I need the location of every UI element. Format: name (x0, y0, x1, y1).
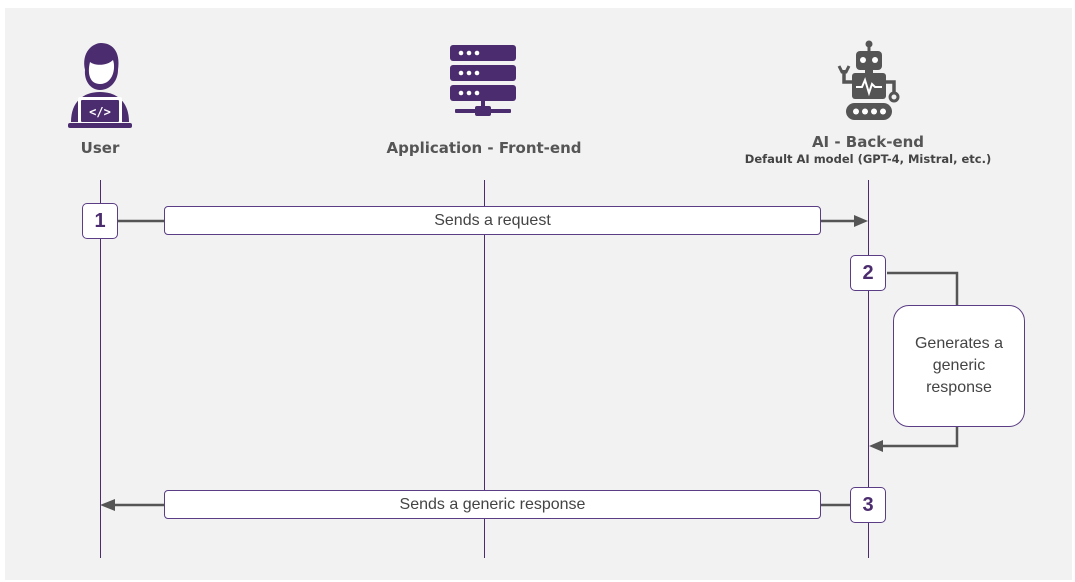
svg-text:</>: </> (89, 105, 111, 119)
message-box-step-3: Sends a generic response (164, 490, 821, 519)
arrowhead-step-1 (854, 215, 868, 227)
step-1-badge: 1 (82, 203, 118, 239)
lifeline-backend (868, 180, 869, 558)
message-label-step-1: Sends a request (434, 211, 551, 229)
lifeline-frontend (484, 180, 485, 558)
server-icon (450, 45, 516, 116)
user-laptop-icon: </> (68, 43, 132, 128)
process-box-step-2: Generates a generic response (893, 305, 1025, 427)
arrowhead-step-2 (869, 440, 883, 452)
arrow-step-2-out (887, 271, 959, 305)
arrow-step-2-return (882, 427, 959, 448)
message-label-step-2: Generates a generic response (914, 335, 1004, 396)
arrowhead-step-3 (100, 499, 115, 511)
lifeline-user (100, 180, 101, 558)
actor-label-backend: AI - Back-end (811, 133, 925, 151)
actor-sublabel-backend: Default AI model (GPT-4, Mistral, etc.) (744, 152, 992, 166)
step-2-badge: 2 (850, 255, 886, 291)
message-label-step-3: Sends a generic response (399, 495, 586, 513)
actor-label-user: User (80, 139, 120, 157)
message-box-step-1: Sends a request (164, 206, 821, 235)
actor-label-frontend: Application - Front-end (386, 139, 582, 157)
step-3-badge: 3 (850, 487, 886, 523)
diagram-canvas (5, 8, 1072, 580)
robot-icon (837, 40, 900, 120)
